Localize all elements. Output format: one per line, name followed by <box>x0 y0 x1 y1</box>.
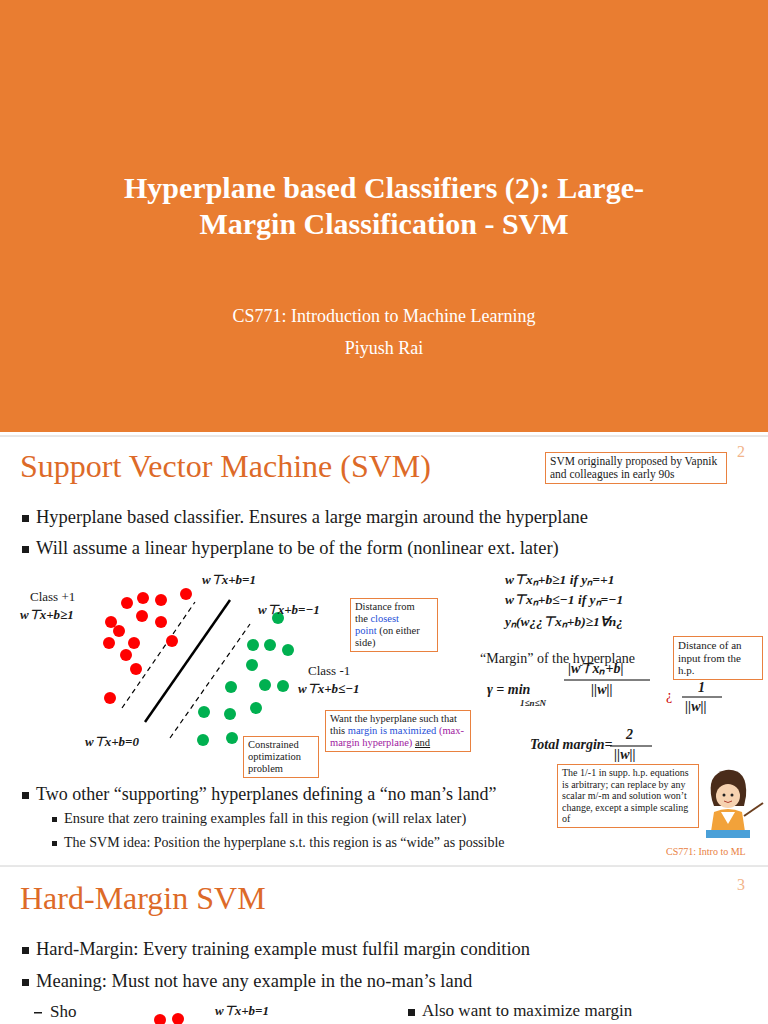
math-label: w⊤x+b=1 <box>202 573 256 588</box>
fraction-denominator: ||w|| <box>591 682 613 698</box>
fraction-numerator: |w⊤xₙ+b| <box>568 661 623 677</box>
bullet-text: Will assume a linear hyperplane to be of… <box>36 538 559 559</box>
data-point <box>226 732 238 744</box>
callout-text: The 1/-1 in supp. h.p. equations is arbi… <box>562 767 689 824</box>
data-point <box>277 680 289 692</box>
slide-title: Hard-Margin SVM <box>20 880 266 917</box>
math-equation: γ = min <box>487 682 530 698</box>
math-label: w⊤x+b=1 <box>215 1004 269 1019</box>
math-label: w⊤x+b=0 <box>85 735 139 750</box>
author-name: Piyush Rai <box>0 338 768 359</box>
data-point <box>246 659 258 671</box>
math-equation: yₙ(w¿¿⊤xₙ+b)≥1∀n¿ <box>505 614 623 630</box>
fraction-bars <box>564 680 722 746</box>
slide-separator <box>0 866 768 867</box>
math-label: w⊤x+b≤−1 <box>298 682 360 697</box>
note-callout: Constrained optimization problem <box>243 736 319 778</box>
bullet-text: Hyperplane based classifier. Ensures a l… <box>36 507 588 528</box>
sub-bullet-text: The SVM idea: Position the hyperplane s.… <box>64 835 505 851</box>
data-point <box>225 681 237 693</box>
bullet-text: Two other “supporting” hyperplanes defin… <box>36 784 497 805</box>
math-label: w⊤x+b≥1 <box>20 608 74 623</box>
data-point <box>120 649 132 661</box>
data-point <box>180 588 192 600</box>
data-point <box>166 635 178 647</box>
bullet-text: Also want to maximize margin <box>422 1001 632 1021</box>
data-point <box>136 610 148 622</box>
data-point <box>105 616 117 628</box>
page-number: 3 <box>737 876 745 894</box>
math-equation: w⊤xₙ+b≤−1 if yₙ=−1 <box>505 592 623 608</box>
data-point <box>155 616 167 628</box>
math-subscript: 1≤n≤N <box>520 698 546 708</box>
data-point <box>247 639 259 651</box>
math-equation: Total margin= <box>530 737 613 753</box>
data-point <box>259 679 271 691</box>
note-callout: Distance from theclosest point(on either… <box>350 598 438 652</box>
math-equation: w⊤xₙ+b≥1 if yₙ=+1 <box>505 572 614 588</box>
data-point <box>137 592 149 604</box>
note-callout: Distance of an input from the h.p. <box>673 636 763 680</box>
supporting-hyperplane <box>170 624 250 738</box>
data-point <box>198 706 210 718</box>
class-plus-points <box>103 588 192 704</box>
title-slide-ground <box>0 0 768 432</box>
fraction-denominator: ||w|| <box>614 747 636 763</box>
data-point <box>250 702 262 714</box>
callout-text: Constrained optimization problem <box>248 739 301 774</box>
sub-bullet-text: Ensure that zero training examples fall … <box>64 810 466 827</box>
bullet-text: Sho <box>50 1002 76 1022</box>
supporting-hyperplane <box>122 602 195 708</box>
data-point <box>282 644 294 656</box>
math-label: w⊤x+b=−1 <box>258 603 320 618</box>
bullet-text: Hard-Margin: Every training example must… <box>36 939 530 960</box>
watermark-label: CS771: Intro to ML <box>666 846 746 858</box>
slide-title: Support Vector Machine (SVM) <box>20 448 431 485</box>
data-point <box>155 594 167 606</box>
data-point <box>264 639 276 651</box>
fraction-denominator: ||w|| <box>685 699 707 715</box>
data-point <box>130 663 142 675</box>
data-point <box>103 637 115 649</box>
data-point <box>224 708 236 720</box>
course-name: CS771: Introduction to Machine Learning <box>0 306 768 327</box>
data-point <box>197 734 209 746</box>
teacher-cartoon <box>706 770 763 838</box>
fraction-numerator: 2 <box>626 727 633 743</box>
class-minus-points <box>197 612 294 746</box>
garbled-symbol: ¿ <box>666 688 672 704</box>
slide-separator <box>0 436 768 437</box>
class-label: Class +1 <box>30 590 75 605</box>
fraction-numerator: 1 <box>698 680 705 696</box>
note-callout: Want the hyperplane such that thismargin… <box>325 710 471 752</box>
page-number: 2 <box>737 443 745 461</box>
slide-title: Hyperplane based Classifiers (2): Large-… <box>104 170 664 242</box>
hyperplane-line <box>145 600 230 722</box>
data-point <box>113 625 125 637</box>
callout-text: margin is maximized <box>348 725 436 736</box>
callout-text: SVM originally proposed by Vapnik and co… <box>550 455 717 480</box>
bullet-text: Meaning: Must not have any example in th… <box>36 971 472 992</box>
callout-text: Distance of an input from the h.p. <box>678 639 742 676</box>
callout-text: and <box>415 737 430 748</box>
data-point <box>121 597 133 609</box>
note-callout: The 1/-1 in supp. h.p. equations is arbi… <box>557 764 699 828</box>
data-point <box>128 637 140 649</box>
data-point <box>104 692 116 704</box>
class-label: Class -1 <box>308 664 350 679</box>
note-callout: SVM originally proposed by Vapnik and co… <box>545 452 727 484</box>
